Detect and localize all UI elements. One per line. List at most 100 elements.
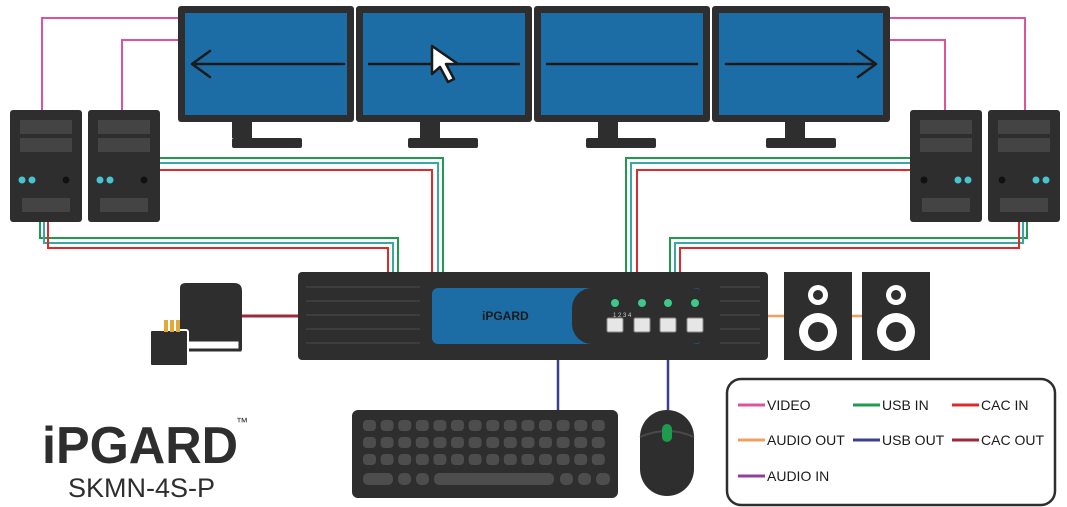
keyboard-key bbox=[415, 420, 429, 431]
keyboard-key bbox=[451, 454, 464, 465]
keyboard-key bbox=[468, 420, 482, 431]
usb-in-cable-r1b bbox=[674, 222, 1024, 272]
port-number: 3 bbox=[623, 313, 627, 319]
legend-item: AUDIO IN bbox=[738, 468, 829, 484]
usb-in-cable-l2b bbox=[160, 162, 439, 272]
legend-item: USB IN bbox=[853, 397, 929, 413]
legend: VIDEO USB IN CAC IN AUDIO OUT USB OUT CA… bbox=[725, 377, 1057, 507]
legend-item: AUDIO OUT bbox=[738, 432, 845, 448]
usb-in-cable-r2b bbox=[630, 162, 910, 272]
computer-tower-icon bbox=[10, 110, 82, 222]
keyboard-key bbox=[503, 454, 517, 465]
keyboard-key bbox=[591, 437, 605, 448]
keyboard-key bbox=[398, 473, 411, 485]
keyboard-key bbox=[521, 454, 535, 465]
usb-in-cable-l1 bbox=[39, 222, 399, 272]
keyboard-key bbox=[398, 454, 412, 465]
keyboard-key bbox=[574, 437, 588, 448]
keyboard-key bbox=[539, 454, 552, 465]
legend-item: USB OUT bbox=[853, 432, 945, 448]
keyboard-key bbox=[433, 420, 447, 431]
monitor-icon bbox=[712, 6, 890, 148]
keyboard-keys bbox=[363, 420, 610, 485]
brand-logo: iPGARD bbox=[42, 417, 238, 475]
port-leds bbox=[611, 299, 699, 307]
keyboard-key bbox=[574, 420, 588, 431]
keyboard-key bbox=[486, 420, 500, 431]
kvm-switch: iPGARD 1 2 3 4 bbox=[298, 272, 768, 360]
keyboard-key bbox=[416, 473, 429, 485]
computer-tower-icon bbox=[988, 110, 1060, 222]
usb-in-cable-l1b bbox=[43, 222, 394, 272]
port-button-1 bbox=[606, 317, 624, 333]
legend-label: VIDEO bbox=[767, 397, 811, 413]
card-reader-icon bbox=[149, 283, 242, 367]
port-button-2 bbox=[633, 317, 651, 333]
model-name: SKMN-4S-P bbox=[68, 473, 215, 503]
keyboard-key bbox=[591, 454, 605, 465]
keyboard-key bbox=[451, 420, 464, 431]
arrow-left-icon bbox=[190, 49, 346, 79]
keyboard-key bbox=[503, 437, 517, 448]
video-cable-4 bbox=[890, 39, 946, 110]
legend-label: USB IN bbox=[882, 397, 929, 413]
port-numbers: 1 2 3 4 bbox=[613, 313, 632, 319]
port-button-4 bbox=[686, 317, 704, 333]
keyboard-key bbox=[596, 473, 610, 485]
speaker-icon bbox=[784, 272, 852, 360]
keyboard-key bbox=[486, 437, 500, 448]
keyboard-key bbox=[451, 437, 464, 448]
monitor-icon bbox=[178, 6, 354, 148]
keyboard-key bbox=[415, 437, 429, 448]
legend-box bbox=[725, 377, 1057, 507]
arrow-right-icon bbox=[724, 49, 878, 79]
legend-item: CAC OUT bbox=[952, 432, 1044, 448]
keyboard-key bbox=[363, 473, 393, 485]
keyboard-key bbox=[468, 454, 482, 465]
port-button-3 bbox=[659, 317, 677, 333]
keyboard-key bbox=[363, 420, 376, 431]
keyboard-key bbox=[556, 420, 570, 431]
keyboard-key bbox=[398, 420, 412, 431]
cursor-icon bbox=[430, 44, 460, 84]
keyboard-key bbox=[415, 454, 429, 465]
port-number: 4 bbox=[628, 313, 632, 319]
video-cable-2 bbox=[121, 39, 178, 110]
keyboard-key bbox=[578, 473, 591, 485]
keyboard-key bbox=[433, 454, 447, 465]
legend-label: CAC IN bbox=[981, 397, 1028, 413]
port-buttons bbox=[606, 317, 704, 333]
cac-in-cable-r2 bbox=[636, 169, 910, 272]
usb-in-cable-r1 bbox=[669, 222, 1028, 272]
usb-in-cable-r2 bbox=[625, 157, 910, 272]
keyboard-key bbox=[433, 437, 447, 448]
speaker-icon bbox=[862, 272, 930, 360]
keyboard-key bbox=[363, 454, 376, 465]
keyboard-key bbox=[380, 437, 394, 448]
port-number: 2 bbox=[618, 313, 622, 319]
keyboard-key bbox=[521, 420, 535, 431]
legend-label: CAC OUT bbox=[981, 432, 1044, 448]
keyboard-key bbox=[503, 420, 517, 431]
cac-in-cable-l1 bbox=[47, 222, 389, 272]
legend-item: CAC IN bbox=[952, 397, 1028, 413]
computer-tower-icon bbox=[88, 110, 160, 222]
mouse-icon bbox=[639, 410, 695, 496]
video-cable-3 bbox=[890, 17, 1026, 110]
keyboard-key bbox=[539, 420, 552, 431]
keyboard-key bbox=[574, 454, 588, 465]
keyboard-key bbox=[556, 454, 570, 465]
computer-tower-icon bbox=[910, 110, 982, 222]
keyboard-key bbox=[521, 437, 535, 448]
trademark-symbol: ™ bbox=[236, 415, 248, 429]
keyboard-key bbox=[560, 473, 573, 485]
device-logo: iPGARD bbox=[482, 309, 529, 323]
legend-label: AUDIO IN bbox=[767, 468, 829, 484]
brand-block: iPGARD ™ SKMN-4S-P bbox=[42, 415, 248, 503]
keyboard-key bbox=[486, 454, 500, 465]
cac-in-cable-r1 bbox=[679, 222, 1020, 272]
keyboard-icon bbox=[352, 410, 618, 498]
cac-in-cable-l2 bbox=[160, 169, 433, 272]
keyboard-key bbox=[398, 437, 412, 448]
